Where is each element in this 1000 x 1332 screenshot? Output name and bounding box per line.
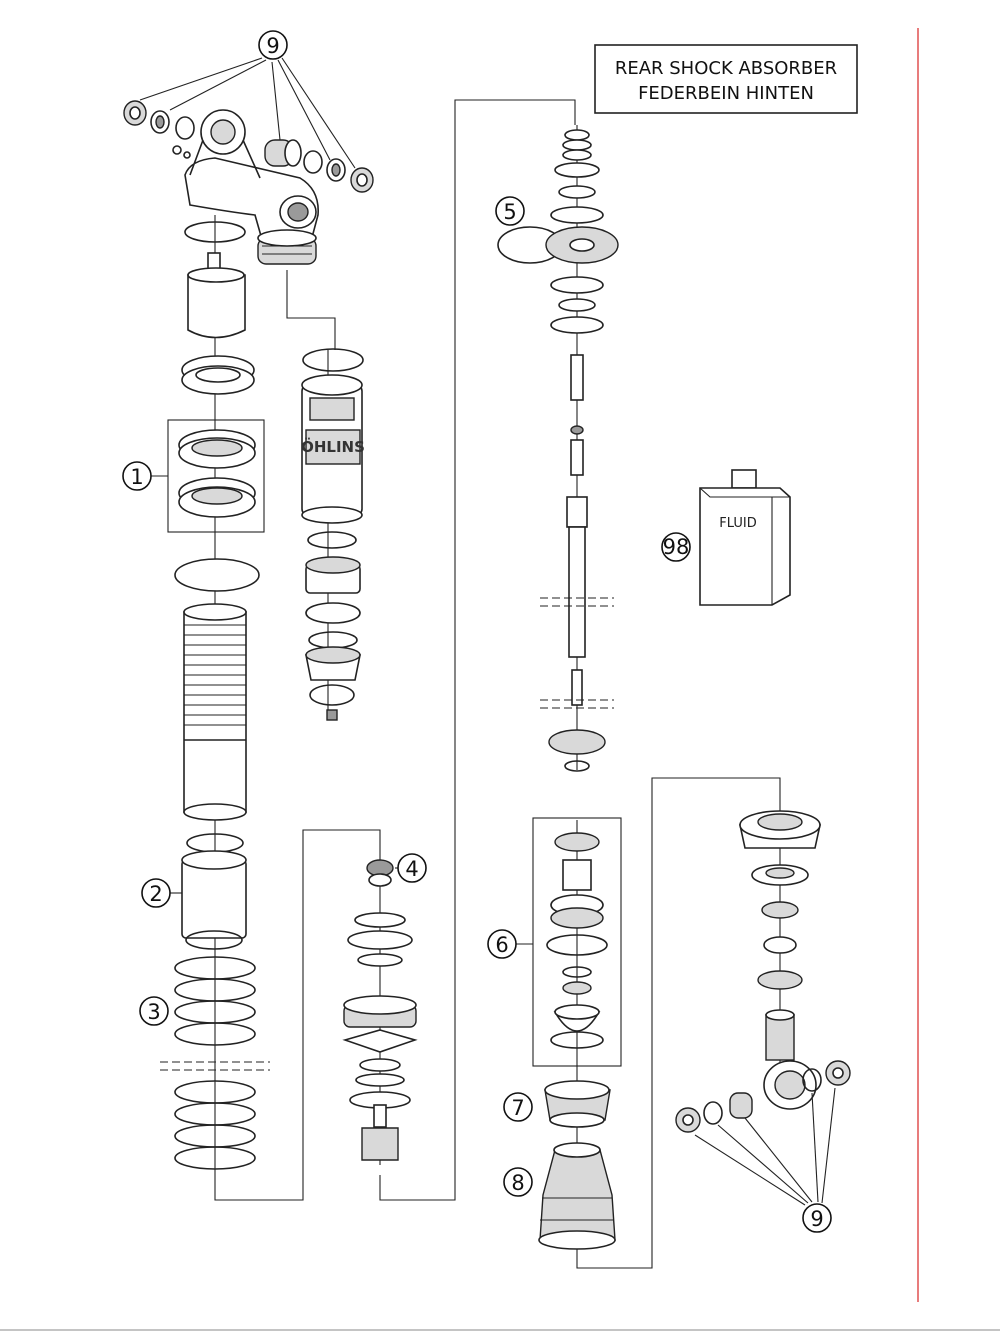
callout-6-label: 6 [495, 933, 508, 957]
callout-9-bottom-label: 9 [810, 1207, 823, 1231]
damper-cap [187, 252, 246, 339]
callout-2: 2 [141, 878, 182, 908]
callout-1: 1 [122, 461, 168, 491]
callout-7: 7 [503, 1092, 533, 1122]
o-ring-top [184, 221, 246, 243]
item-1-adjuster-rings [167, 419, 265, 533]
callout-9-top-label: 9 [266, 34, 279, 58]
callout-98: 98 [661, 532, 691, 562]
title-box: REAR SHOCK ABSORBER FEDERBEIN HINTEN [594, 44, 858, 114]
item-6-cartridge-group [532, 817, 622, 1067]
callout-3: 3 [139, 996, 169, 1026]
item-5-shaft-assembly [497, 129, 619, 772]
top-mount-head [123, 100, 374, 265]
callout-5: 5 [495, 196, 525, 226]
callout-7-label: 7 [511, 1096, 524, 1120]
title-line-1: REAR SHOCK ABSORBER [615, 58, 837, 79]
title-line-2: FEDERBEIN HINTEN [638, 83, 814, 104]
fluid-bottle-label: FLUID [719, 516, 756, 531]
item-4-piston-stack [342, 859, 418, 1161]
reservoir: ÖHLINS [301, 348, 365, 721]
item-3-coil-spring [160, 956, 270, 1170]
callout-8-label: 8 [511, 1171, 524, 1195]
lock-nut [181, 355, 255, 395]
callout-9-top: 9 [139, 30, 356, 169]
callout-2-label: 2 [149, 882, 162, 906]
fluid-bottle: FLUID [699, 469, 791, 606]
callout-98-label: 98 [663, 535, 690, 559]
callout-5-label: 5 [503, 200, 516, 224]
callout-1-label: 1 [130, 465, 143, 489]
callout-4: 4 [395, 853, 427, 883]
callout-8: 8 [503, 1167, 533, 1197]
shock-body [183, 603, 247, 821]
callout-6: 6 [487, 929, 533, 959]
connector-lines [214, 99, 781, 1269]
reservoir-brand-label: ÖHLINS [301, 437, 365, 456]
callout-3-label: 3 [147, 1000, 160, 1024]
lower-mount-assembly [675, 810, 851, 1133]
spring-washer [174, 558, 260, 592]
callout-4-label: 4 [405, 857, 418, 881]
callout-9-bottom: 9 [694, 1087, 836, 1233]
item-8-bump-rubber [538, 1142, 616, 1250]
item-7-bump-cup [544, 1080, 611, 1128]
item-2-spring-seat [181, 833, 247, 950]
